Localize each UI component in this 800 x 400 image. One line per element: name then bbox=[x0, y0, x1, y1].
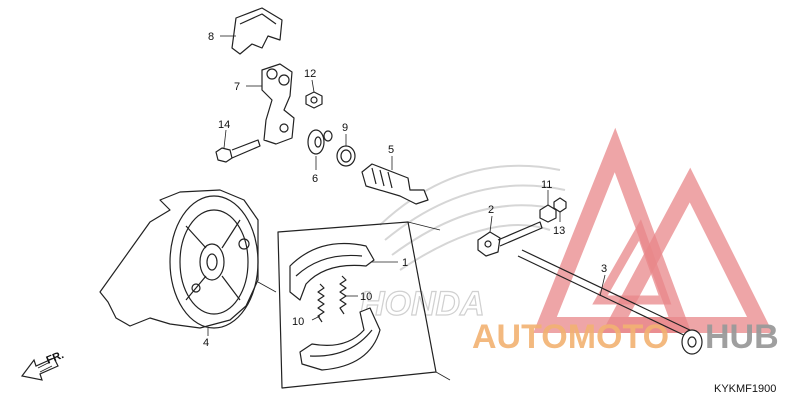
callout-12: 12 bbox=[304, 68, 316, 80]
front-direction-arrow bbox=[20, 357, 59, 381]
part-4-brake-panel bbox=[99, 189, 259, 329]
part-6-washer bbox=[307, 129, 333, 155]
background-brand-text: HONDA bbox=[360, 285, 485, 323]
callout-1: 1 bbox=[402, 257, 408, 269]
callout-5: 5 bbox=[388, 144, 394, 156]
part-2-indicator-plate bbox=[477, 221, 543, 257]
callout-4: 4 bbox=[203, 337, 209, 349]
callout-11: 11 bbox=[541, 179, 552, 191]
callout-2: 2 bbox=[488, 204, 494, 216]
part-13-nut bbox=[553, 197, 567, 213]
watermark-brand-part1: AUTOMOTO bbox=[472, 318, 669, 356]
part-1-brake-shoes bbox=[289, 243, 381, 371]
part-12-nut bbox=[305, 91, 323, 109]
background-wing-logo: HONDA bbox=[359, 164, 566, 324]
part-7-brake-arm bbox=[261, 63, 295, 145]
part-3-axle bbox=[517, 249, 703, 355]
callout-6: 6 bbox=[312, 173, 318, 185]
part-14-bolt bbox=[215, 139, 261, 163]
callout-14: 14 bbox=[218, 119, 230, 131]
part-9-seal bbox=[336, 145, 356, 167]
diagram-code: KYKMF1900 bbox=[714, 383, 776, 395]
watermark-brand-part2: HUB bbox=[705, 318, 779, 356]
part-8-cover bbox=[231, 7, 283, 55]
part-10-springs bbox=[317, 275, 347, 323]
callout-3: 3 bbox=[601, 263, 607, 275]
watermark-triangle-logo bbox=[533, 127, 773, 333]
part-5-cam-shaft bbox=[361, 163, 429, 205]
callout-9: 9 bbox=[342, 122, 348, 134]
callout-13: 13 bbox=[553, 225, 565, 237]
direction-label: FR. bbox=[45, 349, 66, 367]
callout-7: 7 bbox=[234, 81, 240, 93]
callout-10-upper: 10 bbox=[360, 291, 372, 303]
callout-10-lower: 10 bbox=[292, 316, 304, 328]
callout-8: 8 bbox=[208, 31, 214, 43]
